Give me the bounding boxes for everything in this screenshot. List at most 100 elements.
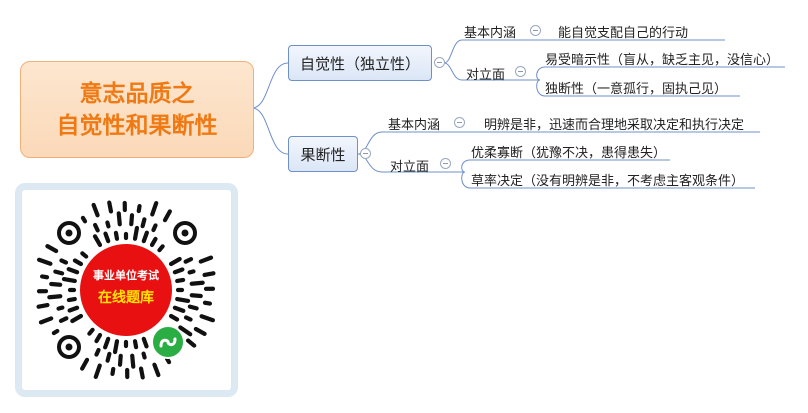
opposite-item: 优柔寡断（犹豫不决，患得患失） [471, 146, 667, 161]
qr-ray [132, 225, 140, 241]
qr-center-badge [80, 244, 172, 336]
qr-ray [49, 281, 63, 287]
qr-ray [193, 326, 207, 336]
qr-ray [72, 258, 84, 267]
qr-ray [151, 223, 158, 233]
collapse-toggle-icon[interactable] [454, 117, 465, 128]
collapse-toggle-icon[interactable] [434, 57, 445, 68]
qr-ray [162, 209, 172, 223]
branch-decisiveness[interactable]: 果断性 [288, 136, 358, 172]
qr-ray [150, 201, 159, 217]
opposite-item: 独断性（一意孤行，固执己见） [545, 82, 728, 97]
qr-ray [185, 338, 197, 348]
qr-ray [140, 217, 147, 229]
qr-ray [53, 269, 65, 276]
qr-finder-top-left [57, 221, 81, 245]
qr-code[interactable]: 事业单位考试 在线题库 [22, 190, 231, 390]
qr-ray [91, 202, 100, 218]
branch-label: 自觉性（独立性） [299, 54, 420, 73]
qr-ray [175, 296, 191, 304]
opposite-item: 易受暗示性（盲从，缺乏主见，没信心） [545, 53, 780, 68]
qr-ray [138, 366, 145, 380]
collapse-toggle-icon[interactable] [515, 66, 526, 77]
qr-ray [87, 327, 95, 336]
opposite-label: 对立面 [390, 160, 430, 175]
qr-ray [66, 296, 77, 303]
qr-ray [117, 353, 123, 367]
qr-finder-bottom-left [57, 335, 81, 359]
qr-ray [149, 236, 158, 248]
collapse-toggle-icon[interactable] [530, 25, 541, 36]
qr-ray [129, 213, 135, 227]
qr-ray [47, 294, 63, 300]
qr-ray [187, 269, 196, 275]
qr-ray [67, 305, 80, 313]
qr-ray [113, 230, 120, 241]
root-topic[interactable]: 意志品质之 自觉性和果断性 [20, 61, 254, 158]
qr-ray [37, 257, 53, 266]
qr-ray [130, 353, 136, 369]
qr-ray [172, 267, 185, 275]
qr-ray [110, 366, 116, 377]
qr-ray [92, 234, 103, 248]
qr-ray [103, 336, 111, 350]
qr-ray [103, 231, 111, 244]
qr-ray [136, 203, 142, 214]
qr-ray [36, 302, 50, 309]
qr-ray [92, 222, 100, 233]
qr-ray [80, 251, 89, 259]
qr-ray [80, 357, 90, 371]
qr-ray [59, 258, 69, 265]
qr-ray [172, 305, 186, 313]
root-title-line1: 意志品质之 [79, 80, 195, 107]
qr-code-card[interactable]: 事业单位考试 在线题库 [15, 183, 238, 397]
definition-text: 明辨是非，迅速而合理地采取决定和执行决定 [484, 118, 745, 133]
qr-ray [189, 280, 205, 286]
qr-ray [93, 363, 102, 379]
qr-ray [132, 339, 139, 350]
qr-ray [168, 256, 182, 267]
definition-label: 基本内涵 [388, 118, 441, 133]
definition-text: 能自觉支配自己的行动 [558, 26, 689, 41]
qr-ray [56, 305, 65, 311]
branch-consciousness[interactable]: 自觉性（独立性） [288, 45, 432, 81]
qr-text-line2: 在线题库 [98, 289, 154, 306]
definition-label: 基本内涵 [464, 26, 517, 41]
qr-ray [61, 276, 77, 284]
qr-ray [183, 256, 194, 264]
qr-ray [58, 316, 69, 324]
qr-ray [178, 325, 193, 337]
qr-ray [80, 215, 88, 224]
qr-ray [141, 351, 147, 360]
qr-ray [175, 277, 186, 284]
qr-ray [202, 300, 213, 306]
root-title-line2: 自觉性和果断性 [56, 112, 218, 139]
opposite-item: 草率决定（没有明辨是非，不考虑主客观条件） [471, 174, 745, 189]
qr-ray [189, 293, 203, 299]
qr-ray [183, 315, 193, 322]
qr-ray [107, 200, 114, 214]
qr-ray [199, 314, 215, 323]
qr-ray [105, 220, 111, 229]
collapse-toggle-icon[interactable] [360, 148, 371, 159]
opposite-label: 对立面 [466, 68, 506, 83]
qr-ray [168, 313, 180, 322]
qr-ray [152, 362, 161, 378]
qr-ray [105, 351, 112, 363]
qr-ray [164, 356, 172, 365]
qr-ray [45, 244, 59, 254]
qr-ray [112, 339, 120, 355]
branch-label: 果断性 [300, 145, 346, 164]
qr-ray [202, 271, 216, 278]
qr-ray [39, 274, 50, 280]
mini-program-icon [151, 325, 185, 359]
qr-ray [51, 328, 60, 336]
qr-ray [116, 211, 122, 227]
qr-ray [187, 304, 199, 311]
qr-ray [141, 230, 149, 244]
collapse-toggle-icon[interactable] [440, 158, 451, 169]
qr-ray [141, 336, 149, 349]
qr-finder-top-right [173, 221, 197, 245]
qr-ray [157, 244, 165, 253]
qr-text-line1: 事业单位考试 [93, 268, 159, 282]
